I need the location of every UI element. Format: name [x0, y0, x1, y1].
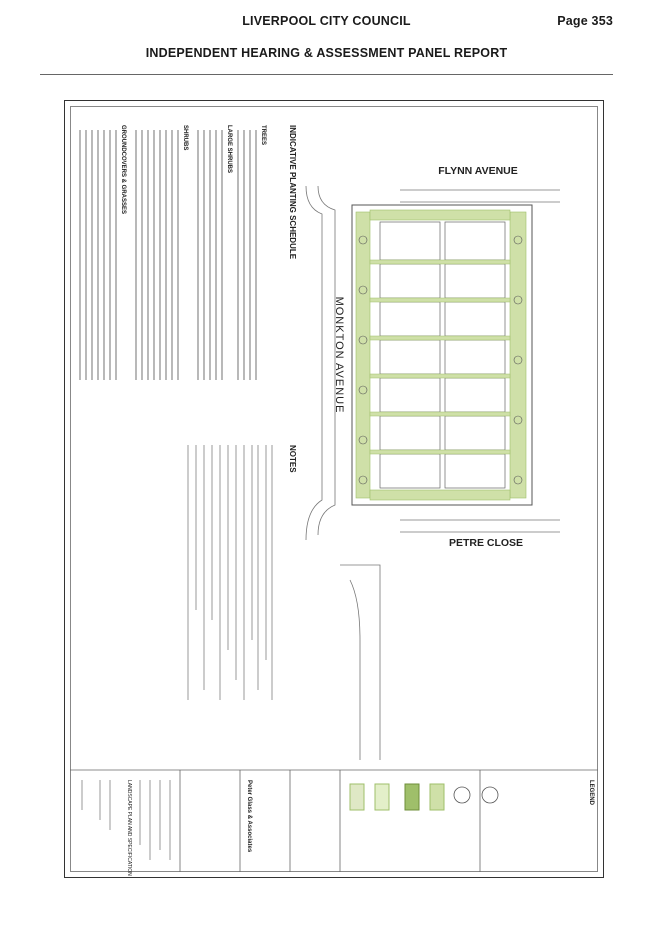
lot-planting-dividers — [369, 259, 511, 455]
legend-block: LEGEND — [349, 780, 594, 811]
street-label-flynn: FLYNN AVENUE — [438, 165, 518, 177]
trees-heading: TREES — [260, 125, 266, 145]
schedule-title: INDICATIVE PLANTING SCHEDULE — [288, 125, 297, 260]
site-planting — [351, 204, 533, 506]
street-label-monkton: MONKTON AVENUE — [333, 297, 345, 414]
shrubs-heading: LARGE SHRUBS — [226, 125, 232, 173]
drawing-inner-border — [70, 106, 598, 872]
notes-block: NOTES — [187, 445, 297, 700]
legend-title: LEGEND — [588, 780, 594, 806]
dwelling-lots — [379, 221, 506, 489]
page-number: Page 353 — [557, 14, 613, 28]
groundcovers-heading: GROUNDCOVERS & GRASSES — [120, 125, 126, 214]
road-linework — [305, 185, 560, 760]
title-block — [70, 769, 598, 872]
tree-symbols — [358, 235, 523, 485]
notes-title: NOTES — [288, 445, 297, 473]
council-title: LIVERPOOL CITY COUNCIL — [242, 14, 411, 28]
report-title: INDEPENDENT HEARING & ASSESSMENT PANEL R… — [145, 46, 508, 60]
header-divider — [40, 74, 613, 75]
planting-schedule: INDICATIVE PLANTING SCHEDULE TREES LARGE… — [79, 125, 297, 380]
firm-name: Peter Glass & Associates — [246, 780, 252, 853]
shrubs2-heading: SHRUBS — [182, 125, 188, 150]
drawing-title: LANDSCAPE PLAN AND SPECIFICATION — [126, 780, 132, 876]
street-label-petre: PETRE CLOSE — [449, 537, 523, 549]
